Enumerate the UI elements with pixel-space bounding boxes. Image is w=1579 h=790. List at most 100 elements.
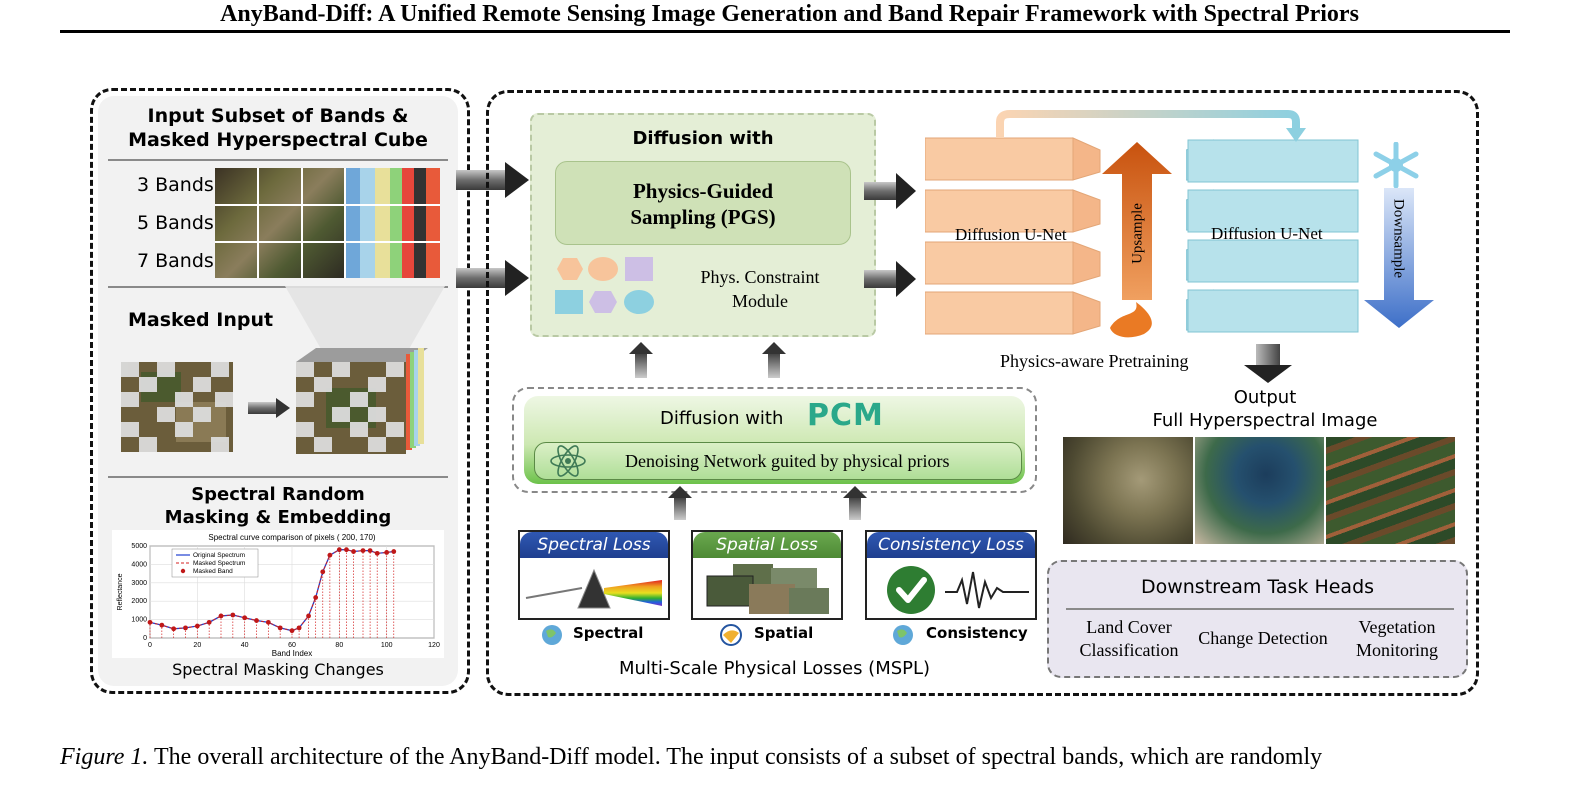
band-label-7: 7 Bands bbox=[137, 250, 214, 272]
y-tick-label: 5000 bbox=[131, 543, 147, 550]
pgs-line1: Physics-Guided bbox=[632, 179, 774, 203]
masked-band-point bbox=[351, 549, 356, 554]
masked-band-point bbox=[183, 625, 188, 631]
atom-icon bbox=[550, 445, 586, 477]
masked-band-point bbox=[374, 550, 380, 556]
pcm-panel bbox=[512, 387, 1037, 493]
downstream-title: Downstream Task Heads bbox=[1140, 576, 1375, 598]
masked-band-point bbox=[159, 622, 165, 628]
globe-icon bbox=[542, 625, 562, 645]
main-panel bbox=[486, 90, 1479, 696]
pcm-denoise-text: Denoising Network guited by physical pri… bbox=[625, 451, 950, 471]
title-rule bbox=[60, 30, 1510, 33]
output-line2: Full Hyperspectral Image bbox=[1152, 410, 1378, 431]
masking-heading: Spectral Random Masking & Embedding bbox=[100, 483, 456, 529]
masked-band-point bbox=[391, 549, 397, 554]
constraint-line1: Phys. Constraint bbox=[700, 267, 820, 287]
snowflake-icon bbox=[1373, 142, 1419, 188]
output-image-3 bbox=[1326, 437, 1455, 544]
input-heading: Input Subset of Bands & Masked Hyperspec… bbox=[100, 104, 456, 152]
masked-band-point bbox=[265, 619, 271, 625]
y-tick-label: 4000 bbox=[131, 561, 147, 568]
caption-text: The overall architecture of the AnyBand-… bbox=[154, 744, 1323, 770]
legend-label-masked: Masked Spectrum bbox=[193, 560, 245, 567]
input-arrow-body-bottom bbox=[456, 268, 506, 288]
pgs-arrow-head-bottom bbox=[896, 261, 916, 297]
spatial-loss-card: Spatial Loss bbox=[691, 530, 843, 620]
chart-title: Spectral curve comparison of pixels ( 20… bbox=[208, 533, 376, 542]
x-tick-label: 0 bbox=[148, 642, 152, 649]
pretraining-label: Physics-aware Pretraining bbox=[1000, 351, 1189, 371]
upsample-arrow bbox=[1102, 142, 1172, 338]
y-tick-label: 0 bbox=[143, 635, 147, 642]
divider bbox=[108, 476, 448, 478]
stack-connection-arrow bbox=[996, 110, 1306, 142]
divider bbox=[108, 286, 448, 288]
downstream-divider bbox=[1066, 608, 1454, 610]
output-arrow-head bbox=[1244, 365, 1292, 383]
pcm-up-arrow-head-2 bbox=[762, 342, 786, 354]
masking-heading-line1: Spectral Random bbox=[191, 484, 365, 505]
output-heading: Output Full Hyperspectral Image bbox=[1100, 386, 1430, 432]
task-vegetation: Vegetation Monitoring bbox=[1336, 616, 1458, 662]
loss-up-arrow-head-2 bbox=[843, 486, 867, 498]
unet-left-label: Diffusion U-Net bbox=[955, 225, 1067, 244]
task-change-detection: Change Detection bbox=[1198, 628, 1328, 648]
downsample-label: Downsample bbox=[1390, 198, 1407, 279]
pcm-prefix: Diffusion with bbox=[660, 408, 784, 429]
masked-band-point bbox=[360, 548, 366, 553]
consistency-loss-card: Consistency Loss bbox=[865, 530, 1037, 620]
x-axis-label: Band Index bbox=[272, 649, 312, 658]
task-land-cover: Land Cover Classification bbox=[1064, 616, 1194, 662]
output-image-2 bbox=[1195, 437, 1324, 544]
globe-icon bbox=[720, 624, 742, 646]
masked-band-point bbox=[206, 619, 212, 625]
y-tick-label: 2000 bbox=[131, 598, 147, 605]
output-arrow-body bbox=[1256, 344, 1280, 366]
constraint-line2: Module bbox=[732, 291, 788, 311]
check-wave-icon bbox=[887, 566, 1029, 614]
pcm-up-arrow-head-1 bbox=[629, 342, 653, 354]
spatial-label: Spatial bbox=[754, 624, 814, 642]
masked-band-point bbox=[344, 547, 349, 553]
upsample-label: Upsample bbox=[1129, 203, 1146, 264]
x-tick-label: 20 bbox=[193, 642, 201, 649]
globe-icon bbox=[893, 625, 913, 645]
x-tick-label: 40 bbox=[241, 642, 249, 649]
masked-band-point bbox=[327, 552, 333, 558]
masked-band-point bbox=[289, 628, 295, 634]
pgs-line2: Sampling (PGS) bbox=[630, 205, 776, 229]
masked-band-point bbox=[313, 595, 319, 600]
band-label-3: 3 Bands bbox=[137, 174, 214, 196]
projection-funnel bbox=[285, 286, 445, 356]
band-label-5: 5 Bands bbox=[137, 212, 214, 234]
constraint-module: Phys. Constraint Module bbox=[680, 265, 840, 313]
masked-band-point bbox=[320, 569, 326, 575]
consistency-loss-head: Consistency Loss bbox=[867, 532, 1035, 558]
caption-label: Figure 1. bbox=[60, 744, 149, 770]
masked-band-point bbox=[296, 625, 302, 631]
x-tick-label: 120 bbox=[428, 642, 440, 649]
unet-orange-stack bbox=[925, 137, 1101, 335]
spatial-images-icon bbox=[706, 564, 829, 614]
masked-band-point bbox=[384, 550, 390, 555]
paper-title: AnyBand-Diff: A Unified Remote Sensing I… bbox=[220, 1, 1359, 27]
pgs-arrow-head-top bbox=[896, 173, 916, 209]
masked-band-point bbox=[306, 613, 311, 619]
downstream-panel bbox=[1047, 560, 1468, 678]
masked-band-point bbox=[230, 612, 236, 618]
prism-icon bbox=[525, 568, 662, 609]
masked-cube bbox=[296, 348, 428, 454]
masked-arrow-head bbox=[276, 398, 290, 418]
masked-band-point bbox=[218, 613, 224, 619]
unet-blue-stack bbox=[1186, 139, 1359, 333]
masking-heading-line2: Masking & Embedding bbox=[164, 507, 392, 528]
divider bbox=[108, 159, 448, 161]
masked-band-point bbox=[147, 619, 153, 625]
pgs-panel-title: Diffusion with bbox=[632, 128, 774, 149]
spectral-masking-footer: Spectral Masking Changes bbox=[172, 660, 384, 679]
input-heading-line2: Masked Hyperspectral Cube bbox=[128, 129, 428, 151]
masked-image bbox=[121, 362, 233, 452]
masked-band-point bbox=[336, 547, 342, 553]
